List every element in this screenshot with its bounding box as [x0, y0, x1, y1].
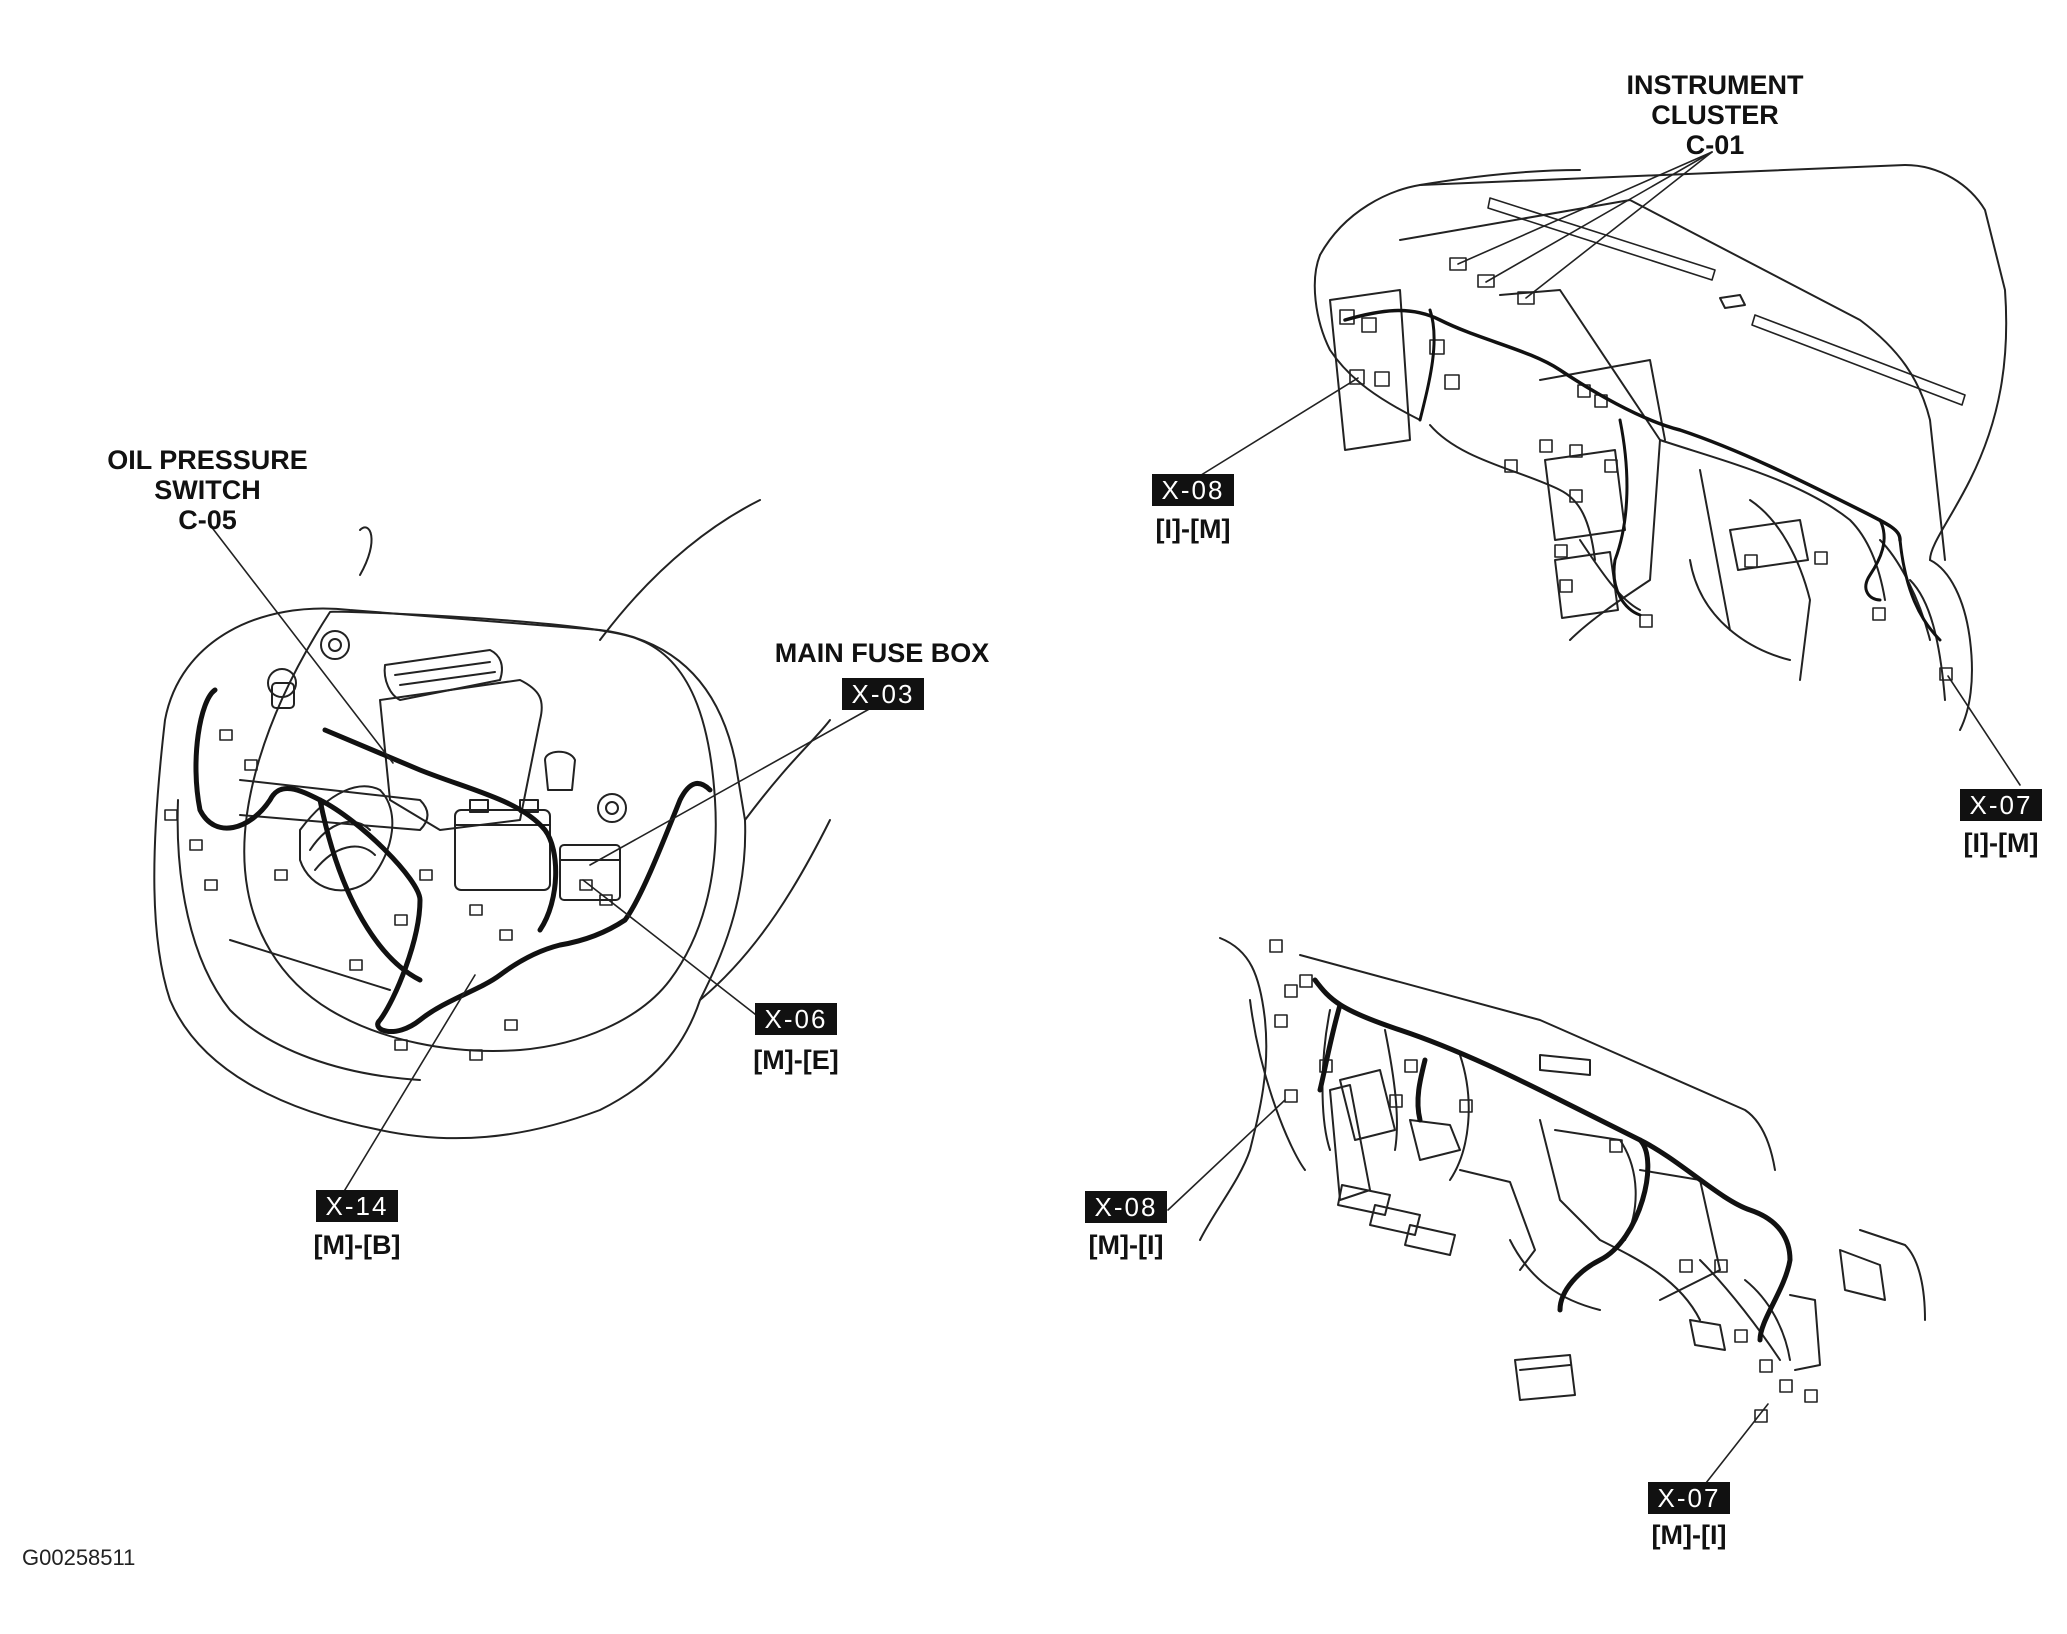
dashboard-leader-lines [1184, 151, 2021, 786]
instrument-cluster-code: C-01 [1685, 130, 1745, 161]
connector-x07-top-detail: [I]-[M] [1963, 828, 2039, 858]
engine-wire-harness [193, 687, 713, 1035]
connector-x14-detail: [M]-[B] [313, 1230, 401, 1260]
engine-compartment-drawing [153, 499, 831, 1140]
connector-x14-code: X-14 [316, 1190, 398, 1222]
connector-x03-code: X-03 [842, 678, 924, 710]
connector-x08-bottom-code: X-08 [1085, 1191, 1167, 1223]
instrument-cluster-line2: CLUSTER [1651, 100, 1779, 131]
dashboard-front-view-drawing [1199, 937, 1926, 1423]
connector-x08-top-code: X-08 [1152, 474, 1234, 506]
oil-pressure-switch-code: C-05 [178, 505, 237, 536]
oil-pressure-switch-label: OIL PRESSURE SWITCH C-05 [75, 445, 340, 536]
oil-pressure-switch-line1: OIL PRESSURE [107, 445, 308, 475]
connector-x08-top-detail: [I]-[M] [1155, 514, 1231, 544]
engine-leader-lines [209, 524, 881, 1199]
oil-pressure-switch-line2: SWITCH [154, 475, 261, 506]
connector-x07-bottom-detail: [M]-[I] [1651, 1520, 1727, 1550]
front-dash-leader-lines [1167, 1099, 1769, 1498]
dashboard-wire-harness [1343, 308, 1902, 542]
connector-x06-code: X-06 [755, 1003, 837, 1035]
figure-id: G00258511 [22, 1545, 136, 1570]
connector-x07-bottom-code: X-07 [1648, 1482, 1730, 1514]
connector-x08-bottom-detail: [M]-[I] [1088, 1230, 1164, 1260]
connector-x06-detail: [M]-[E] [753, 1045, 839, 1075]
dashboard-rear-view-drawing [1313, 164, 2008, 731]
dashboard-front-wire-harness [1312, 977, 1651, 1313]
main-fuse-box-label: MAIN FUSE BOX [774, 638, 990, 668]
instrument-cluster-line1: INSTRUMENT [1626, 70, 1804, 100]
instrument-cluster-label: INSTRUMENT CLUSTER C-01 [1575, 70, 1855, 161]
connector-x07-top-code: X-07 [1960, 789, 2042, 821]
